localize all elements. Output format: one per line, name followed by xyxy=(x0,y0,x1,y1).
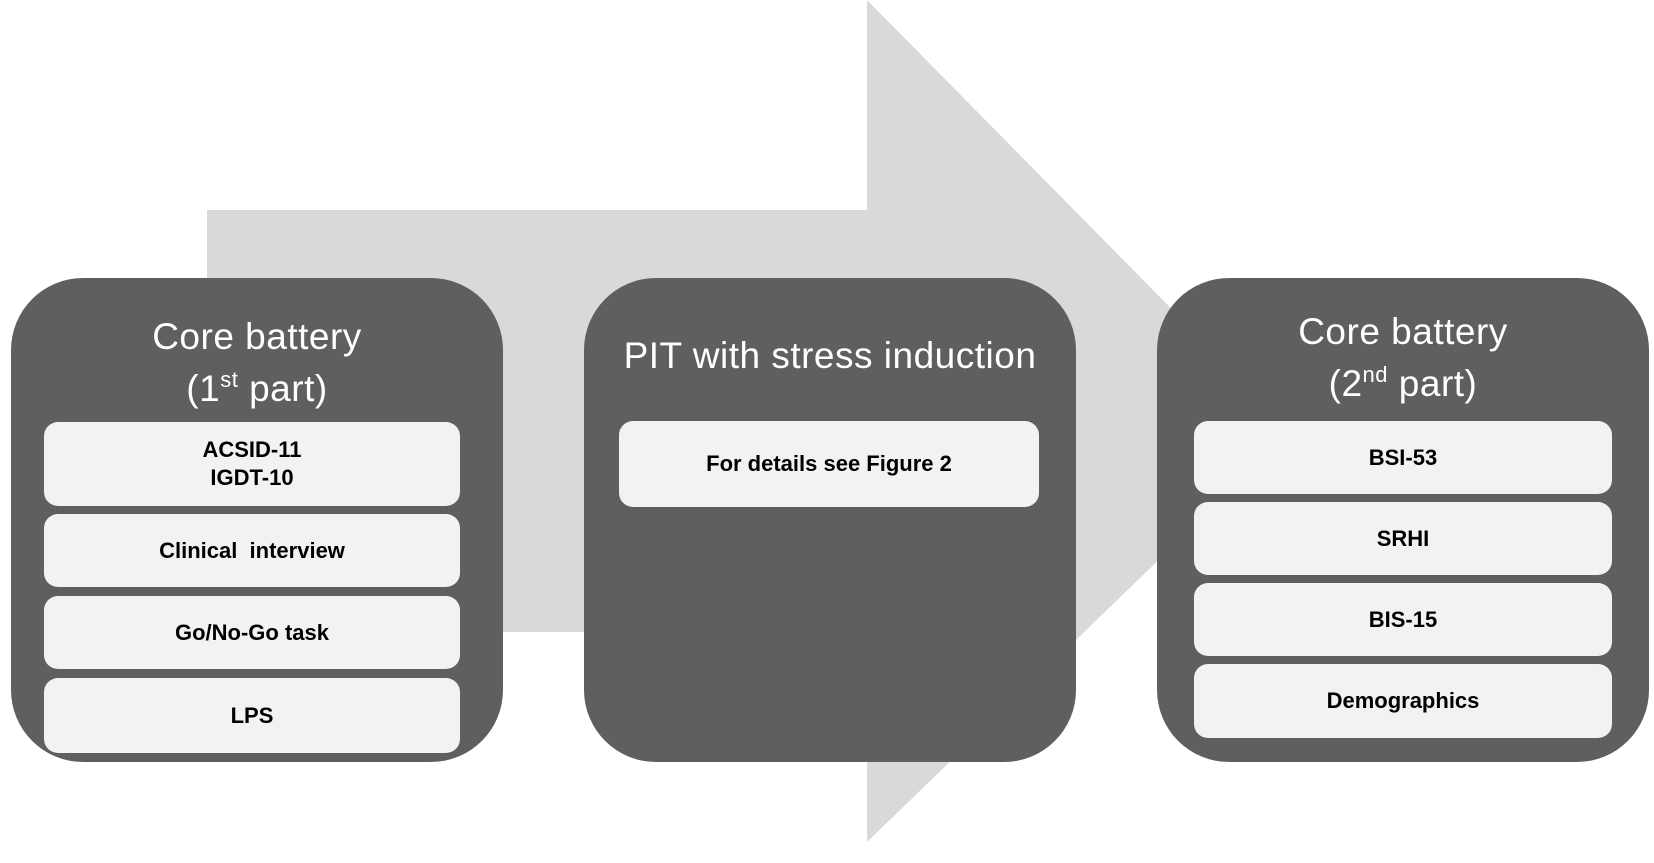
item-label: SRHI xyxy=(1376,525,1430,551)
item-label-line1: ACSID-11 xyxy=(202,437,302,462)
item-label: BSI-53 xyxy=(1368,444,1438,470)
title-line2-sup: st xyxy=(220,367,239,392)
item-label: For details see Figure 2 xyxy=(706,451,952,476)
title-line2-sup: nd xyxy=(1362,362,1389,387)
item-bis-15: BIS-15 xyxy=(1194,583,1612,656)
panel-title-line1: PIT with stress induction xyxy=(623,335,1037,376)
item-label: Demographics xyxy=(1326,688,1480,713)
item-clinical-interview: Clinical interview xyxy=(44,514,460,587)
item-go-no-go-task: Go/No-Go task xyxy=(44,596,460,669)
title-line2-post: part) xyxy=(238,368,328,409)
item-demographics: Demographics xyxy=(1194,664,1612,738)
item-details-figure: For details see Figure 2 xyxy=(619,421,1039,507)
item-label: Go/No-Go task xyxy=(174,619,329,645)
title-line2-post: part) xyxy=(1388,363,1478,404)
panel-title-line1: Core battery xyxy=(152,316,362,357)
panel-title: Core battery (1st part) xyxy=(11,311,503,415)
panel-title: PIT with stress induction xyxy=(584,330,1076,382)
panel-core-battery-2nd-part: Core battery (2nd part) BSI-53 SRHI BIS-… xyxy=(1157,278,1649,762)
item-srhi: SRHI xyxy=(1194,502,1612,575)
panel-title-line1: Core battery xyxy=(1298,311,1508,352)
panel-pit-stress-induction: PIT with stress induction For details se… xyxy=(584,278,1076,762)
panel-title-line2: (1st part) xyxy=(11,363,503,415)
item-label: BIS-15 xyxy=(1368,606,1438,632)
title-line2-pre: (1 xyxy=(186,368,221,409)
panel-title-line2: (2nd part) xyxy=(1157,358,1649,410)
item-label: LPS xyxy=(230,702,274,728)
item-label: Clinical interview xyxy=(159,537,345,563)
panel-title: Core battery (2nd part) xyxy=(1157,306,1649,410)
title-line2-pre: (2 xyxy=(1328,363,1363,404)
panel-core-battery-1st-part: Core battery (1st part) ACSID-11 IGDT-10… xyxy=(11,278,503,762)
item-acsid-igdt: ACSID-11 IGDT-10 xyxy=(44,422,460,506)
item-bsi-53: BSI-53 xyxy=(1194,421,1612,494)
item-label-line2: IGDT-10 xyxy=(210,465,294,490)
item-lps: LPS xyxy=(44,678,460,753)
